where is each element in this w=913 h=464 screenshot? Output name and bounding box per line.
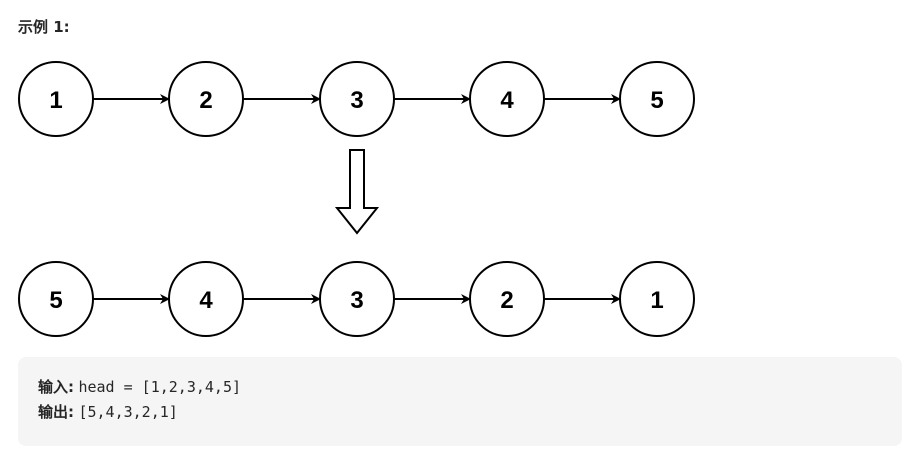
output-node-circle — [469, 261, 545, 337]
input-node-circle — [18, 61, 94, 137]
input-node-value: 3 — [350, 87, 363, 114]
input-node-circle — [168, 61, 244, 137]
linked-list-diagram: 1 2 3 4 5 5 4 3 2 1 — [18, 61, 695, 337]
output-line: 输出: [5,4,3,2,1] — [38, 400, 882, 425]
input-label: 输入: — [38, 378, 74, 396]
output-node-circle — [168, 261, 244, 337]
input-node-3: 3 — [319, 61, 395, 137]
input-node-5: 5 — [619, 61, 695, 137]
input-node-value: 2 — [199, 87, 212, 114]
output-node-circle — [319, 261, 395, 337]
output-value: [5,4,3,2,1] — [78, 403, 178, 421]
input-node-value: 5 — [650, 87, 663, 114]
output-label: 输出: — [38, 403, 74, 421]
input-line: 输入: head = [1,2,3,4,5] — [38, 375, 882, 400]
output-list-row: 5 4 3 2 1 — [18, 261, 695, 337]
example-title: 示例 1: — [18, 18, 70, 36]
input-node-2: 2 — [168, 61, 244, 137]
output-node-5: 1 — [619, 261, 695, 337]
input-node-4: 4 — [469, 61, 545, 137]
output-node-1: 5 — [18, 261, 94, 337]
output-node-circle — [619, 261, 695, 337]
input-node-value: 4 — [500, 87, 514, 114]
input-node-circle — [319, 61, 395, 137]
output-node-value: 4 — [199, 287, 213, 314]
output-node-value: 3 — [350, 287, 363, 314]
output-node-circle — [18, 261, 94, 337]
input-list-row: 1 2 3 4 5 — [18, 61, 695, 137]
example-io-block: 输入: head = [1,2,3,4,5] 输出: [5,4,3,2,1] — [18, 357, 902, 446]
output-node-4: 2 — [469, 261, 545, 337]
output-node-2: 4 — [168, 261, 244, 337]
output-node-value: 5 — [49, 287, 62, 314]
input-node-circle — [619, 61, 695, 137]
input-node-value: 1 — [49, 87, 62, 114]
input-node-circle — [469, 61, 545, 137]
output-node-value: 1 — [650, 287, 663, 314]
input-node-1: 1 — [18, 61, 94, 137]
input-value: head = [1,2,3,4,5] — [78, 378, 242, 396]
output-node-3: 3 — [319, 261, 395, 337]
output-node-value: 2 — [500, 287, 513, 314]
transform-down-arrow-icon — [334, 149, 380, 235]
